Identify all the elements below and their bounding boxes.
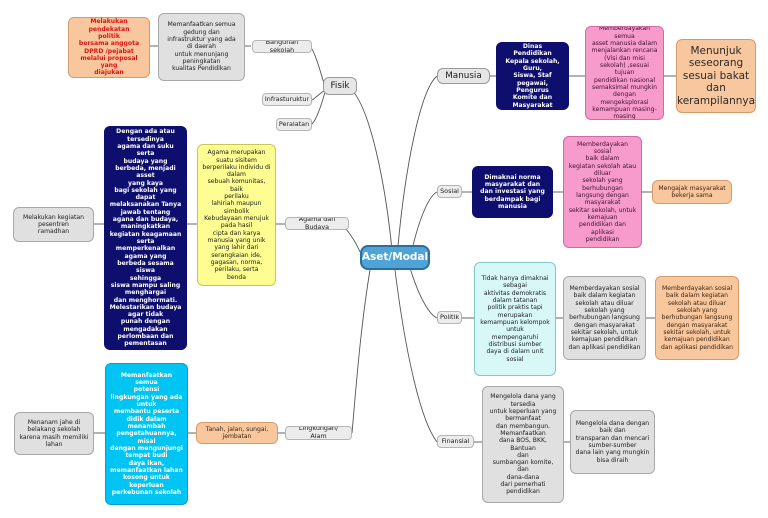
branch-politik[interactable]: Politik xyxy=(437,311,462,324)
node-agama-activity[interactable]: Melakukan kegiatan pesentren ramadhan xyxy=(13,207,94,242)
node-lingkungan-activity[interactable]: Menanam jahe di belakang sekolah karena … xyxy=(14,412,94,455)
node-peralatan[interactable]: Peralatan xyxy=(276,118,312,131)
node-manusia-detail[interactable]: Memberdayakan semua asset manusia dalam … xyxy=(585,26,664,120)
node-sosial-result[interactable]: Mengajak masyarakat bekerja sama xyxy=(652,180,732,204)
link-center-sosial xyxy=(411,191,438,251)
branch-finansial[interactable]: Finansial xyxy=(437,435,474,448)
link-fisik-peralatan xyxy=(311,91,326,125)
node-bangunan-sekolah[interactable]: Bangunan sekolah xyxy=(252,40,312,53)
link-center-lingkungan xyxy=(351,269,371,434)
node-bangunan-note[interactable]: Melakukan pendekatan politik bersama ang… xyxy=(68,17,150,78)
center-node[interactable]: Aset/Modal xyxy=(360,245,430,270)
node-politik-desc[interactable]: Tidak hanya dimaknai sebagai aktivitas d… xyxy=(474,262,556,376)
branch-lingkungan-alam[interactable]: Lingkungan/ Alam xyxy=(285,426,352,440)
node-politik-result[interactable]: Memberdayakan sosial baik dalam kegiatan… xyxy=(655,276,739,360)
link-center-politik xyxy=(409,267,438,319)
branch-agama-budaya[interactable]: Agama dan Budaya xyxy=(285,217,349,230)
node-infrastruktur[interactable]: Infrasturuktur xyxy=(262,93,312,106)
node-agama-desc[interactable]: Agama merupakan suatu sisitem berperilak… xyxy=(197,144,276,286)
branch-sosial[interactable]: Sosial xyxy=(437,185,462,198)
node-politik-detail[interactable]: Memberdayakan sosial baik dalam kegiatan… xyxy=(563,276,646,360)
node-manusia-result[interactable]: Menunjuk seseorang sesuai bakat dan kera… xyxy=(676,39,756,113)
link-center-finansial xyxy=(394,269,438,443)
link-center-fisik xyxy=(351,89,393,251)
node-lingkungan-detail[interactable]: Memanfaatkan semua potensi lingkungan ya… xyxy=(105,363,188,505)
node-bangunan-desc[interactable]: Memanfaatkan semua gedung dan infrastruk… xyxy=(158,13,245,81)
branch-fisik[interactable]: Fisik xyxy=(323,77,357,95)
node-lingkungan-sub[interactable]: Tanah, jalan, sungai, jembatan xyxy=(196,422,278,444)
node-agama-detail[interactable]: Dengan ada atau tersedinya agama dan suk… xyxy=(104,126,187,350)
link-center-manusia xyxy=(397,75,438,247)
node-manusia-desc[interactable]: (Pemerintah/ Dinas Pendidikan Kepala sek… xyxy=(496,42,569,110)
node-sosial-desc[interactable]: Dimaknai norma masyarakat dan dan invest… xyxy=(472,166,553,218)
node-finansial-detail[interactable]: Mengelola dana dengan baik dan transpara… xyxy=(570,410,655,474)
node-finansial-desc[interactable]: Mengelola dana yang tersedia untuk keper… xyxy=(482,386,564,503)
branch-manusia[interactable]: Manusia xyxy=(437,68,490,84)
node-sosial-detail[interactable]: Memberdayakan sosial baik dalam kegiatan… xyxy=(563,136,642,248)
